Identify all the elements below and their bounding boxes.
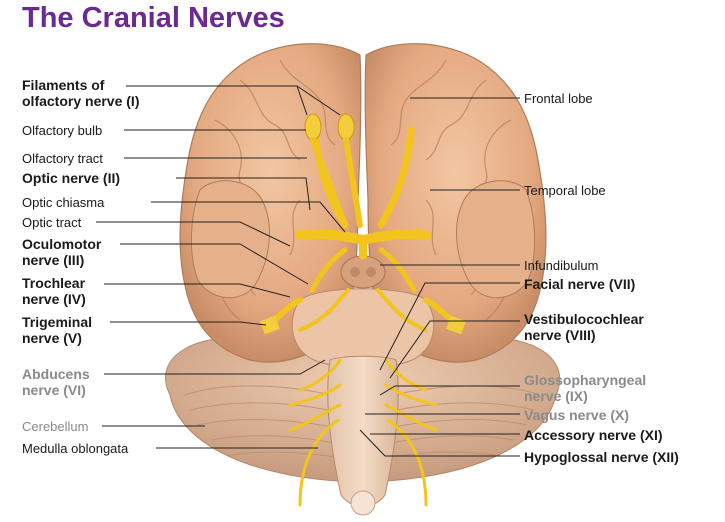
left-temporal-lobe <box>191 180 270 299</box>
label-optic-chiasma: Optic chiasma <box>22 195 105 210</box>
right-temporal-lobe <box>456 180 535 299</box>
pons <box>291 288 435 368</box>
label-temporal-lobe: Temporal lobe <box>524 183 606 198</box>
label-olfactory-bulb: Olfactory bulb <box>22 123 103 138</box>
label-optic-tract: Optic tract <box>22 215 82 230</box>
right-olfactory-bulb <box>337 113 355 141</box>
label-infundibulum: Infundibulum <box>524 258 599 273</box>
label-olfactory-tract: Olfactory tract <box>22 151 103 166</box>
label-vagus-nerve: Vagus nerve (X) <box>524 407 630 423</box>
label-facial-nerve: Facial nerve (VII) <box>524 276 636 292</box>
label-optic-nerve: Optic nerve (II) <box>22 170 121 186</box>
label-hypoglossal-nerve: Hypoglossal nerve (XII) <box>524 449 679 465</box>
page-title: The Cranial Nerves <box>22 2 285 34</box>
label-accessory-nerve: Accessory nerve (XI) <box>524 427 663 443</box>
label-medulla-oblongata: Medulla oblongata <box>22 441 129 456</box>
label-frontal-lobe: Frontal lobe <box>524 91 593 106</box>
left-olfactory-bulb <box>304 113 322 141</box>
medulla-shape <box>327 355 399 507</box>
label-cerebellum: Cerebellum <box>22 419 89 434</box>
